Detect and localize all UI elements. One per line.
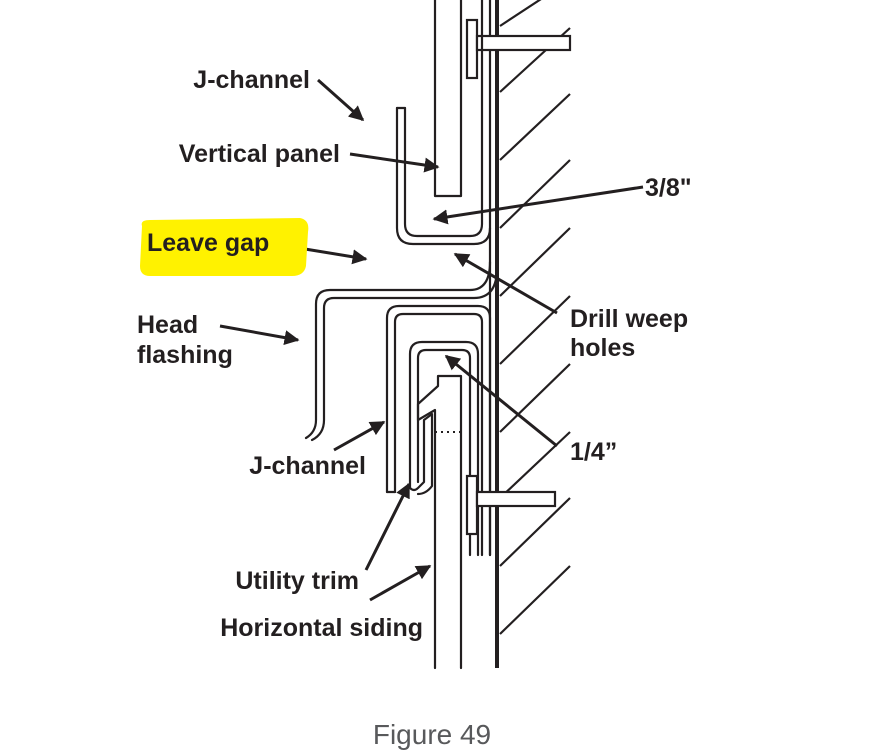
label-drill-weep-line1: Drill weep [570,305,688,333]
horizontal-siding [416,374,463,670]
label-horizontal-siding: Horizontal siding [220,614,423,642]
leave-gap-highlight [140,218,309,276]
head-flashing [304,260,499,442]
label-vertical-panel: Vertical panel [179,140,340,168]
label-head-flashing-line2: flashing [137,341,233,369]
lower-nail [465,474,557,536]
label-j-channel-top: J-channel [193,66,310,94]
label-j-channel-bottom: J-channel [249,452,366,480]
label-leave-gap: Leave gap [147,229,269,257]
utility-trim [408,340,480,557]
j-channel-bottom [385,304,492,557]
label-drill-weep-line2: holes [570,334,635,362]
label-three-eighths: 3/8" [645,174,692,202]
j-channel-top [395,0,492,246]
vertical-panel [433,0,463,198]
figure-caption: Figure 49 [373,719,491,750]
label-head-flashing-line1: Head [137,311,198,339]
wall-sheathing [488,0,571,668]
upper-nail [465,18,572,80]
label-one-quarter: 1/4” [570,438,617,466]
leader-arrows [219,78,644,602]
label-utility-trim: Utility trim [235,567,359,595]
